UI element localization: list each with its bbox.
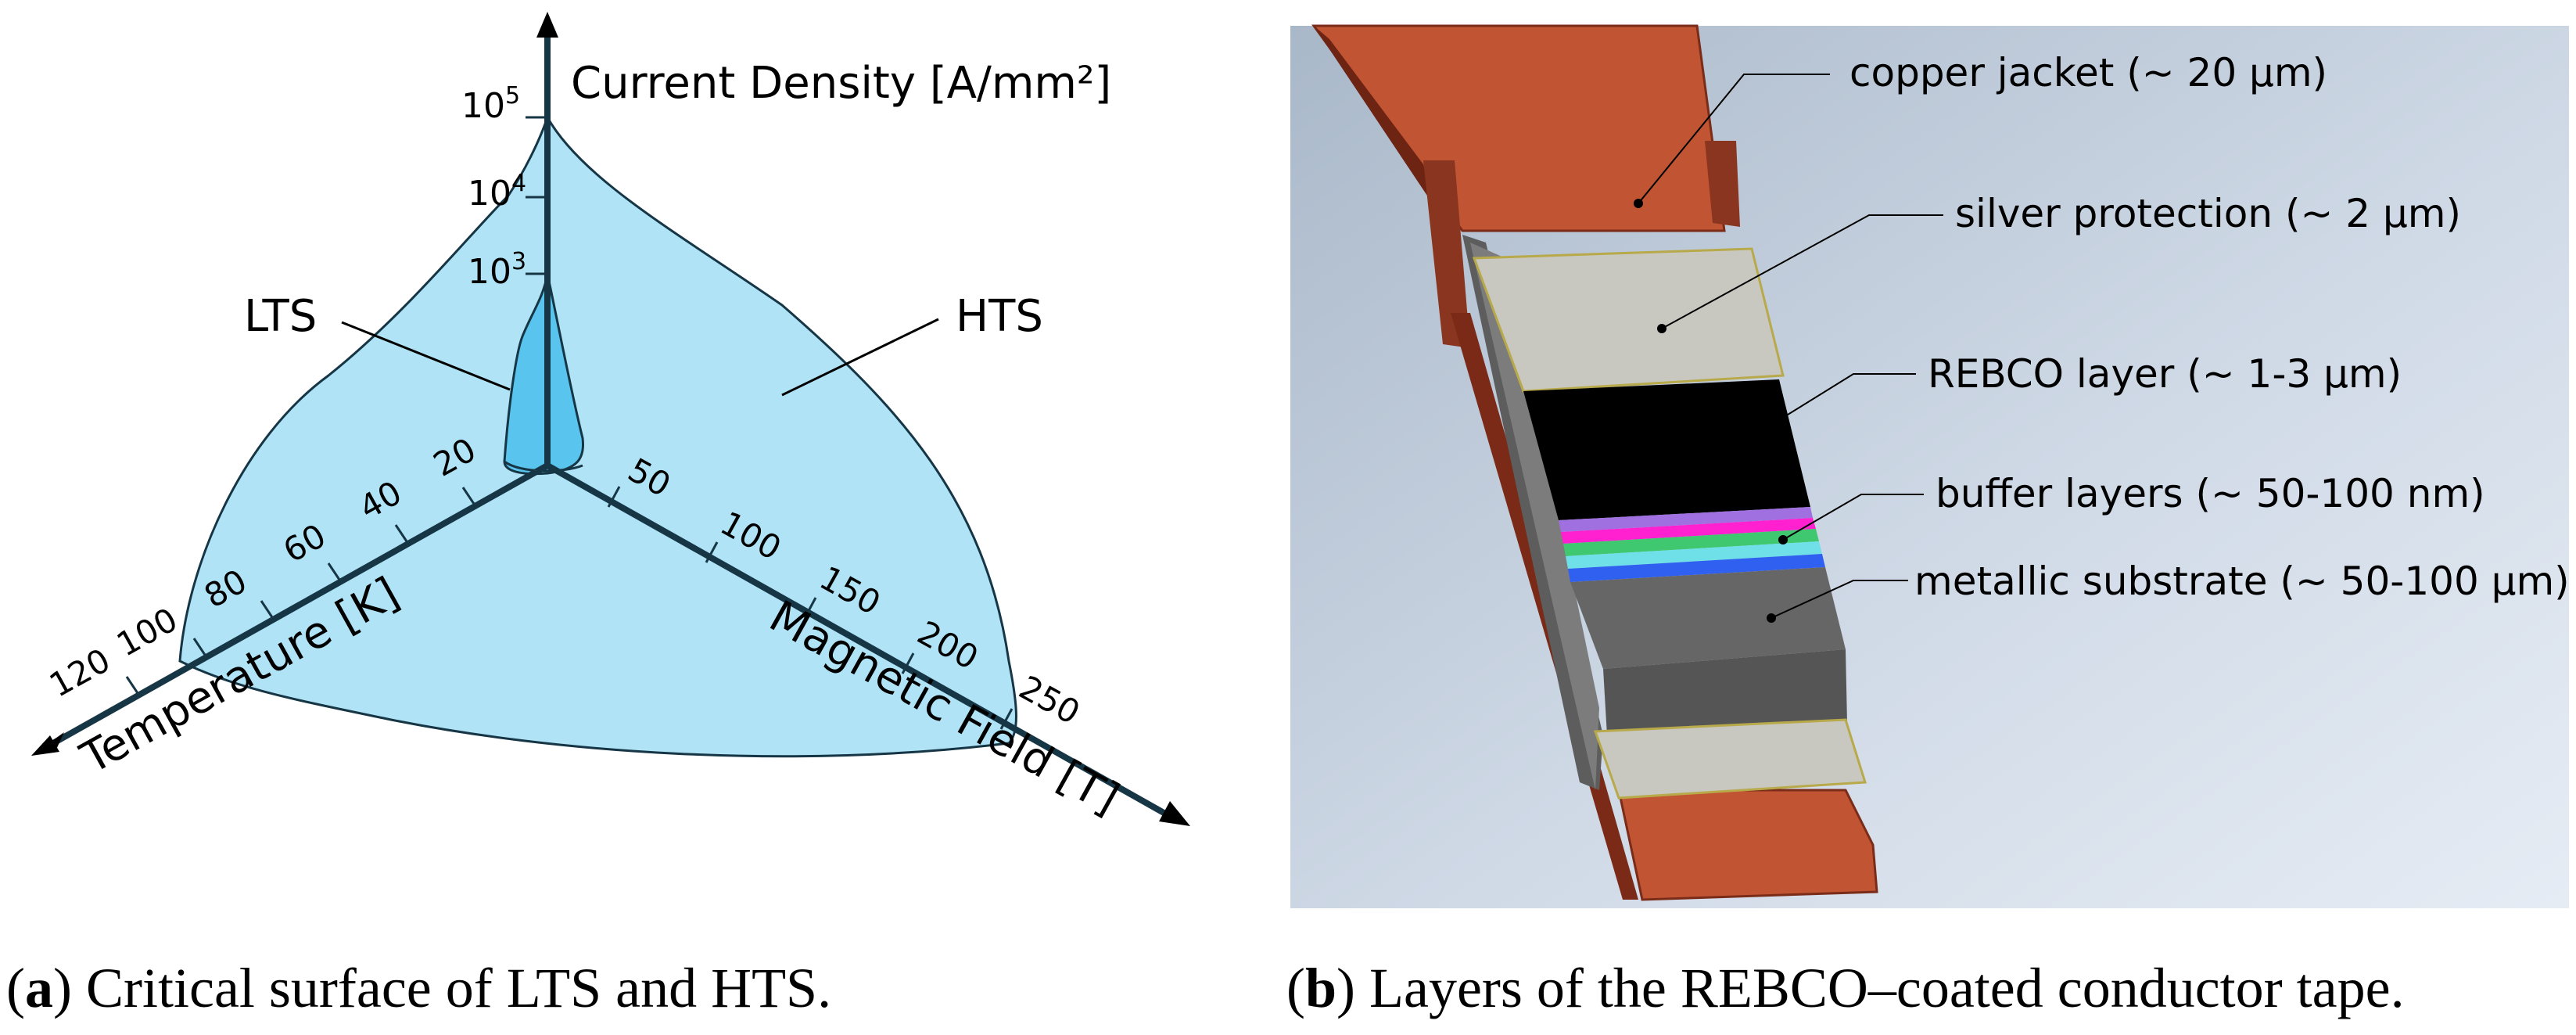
- metallic-substrate-label: metallic substrate (~ 50-100 µm): [1914, 559, 2570, 604]
- bottom-silver-strip: [1593, 718, 1867, 800]
- buffer-layer-2: [1561, 518, 1816, 544]
- caption-b-letter: b: [1304, 957, 1337, 1019]
- lts-label: LTS: [244, 291, 317, 342]
- temp-tick-120: 120: [43, 641, 117, 705]
- caption-a-text: Critical surface of LTS and HTS.: [71, 957, 832, 1019]
- metallic-substrate-layer: [1570, 567, 1846, 669]
- copper-jacket-left-post: [1423, 160, 1470, 348]
- rebco-layer-label: REBCO layer (~ 1-3 µm): [1928, 351, 2402, 397]
- temperature-arrowhead-fill: [31, 735, 59, 756]
- copper-jacket-bottom-end: [1617, 789, 1878, 901]
- z-tick-label-3: 103: [468, 248, 526, 292]
- caption-b: (b) Layers of the REBCO–coated conductor…: [1286, 957, 2405, 1019]
- panel-b-leader-lines: [1638, 74, 1943, 619]
- temp-tick-100: 100: [110, 600, 184, 664]
- caption-a: (a) Critical surface of LTS and HTS.: [6, 957, 832, 1019]
- z-tick-label-2: 104: [468, 170, 526, 214]
- z-tick-label-1: 105: [461, 82, 520, 126]
- silver-protection-label: silver protection (~ 2 µm): [1955, 191, 2461, 236]
- temperature-axis: [52, 462, 549, 746]
- caption-b-text: Layers of the REBCO–coated conductor tap…: [1355, 957, 2405, 1019]
- hts-surface: [178, 114, 1017, 758]
- z-axis-label: Current Density [A/mm²]: [571, 58, 1111, 109]
- silver-protection-layer: [1472, 247, 1785, 393]
- panel-a-critical-surface: 105 104 103 Current Density [A/mm²] 20 4…: [31, 12, 1190, 826]
- field-tick-marks: [607, 486, 1014, 730]
- z-tick-marks: [526, 116, 547, 275]
- tape-stack-side-light: [1470, 243, 1599, 790]
- buffer-layer-3: [1563, 529, 1819, 556]
- substrate-front-face: [1603, 649, 1847, 735]
- magnetic-field-axis: [546, 462, 1167, 817]
- hts-label: HTS: [956, 291, 1043, 342]
- current-density-arrowhead: [536, 12, 558, 38]
- panel-b-tape-layers: copper jacket (~ 20 µm) silver protectio…: [1290, 24, 2570, 908]
- buffer-layer-1: [1559, 507, 1813, 532]
- lts-surface: [503, 273, 585, 476]
- buffer-layer-5: [1568, 554, 1825, 582]
- caption-a-letter: a: [24, 957, 53, 1019]
- copper-jacket-label: copper jacket (~ 20 µm): [1849, 50, 2327, 95]
- lts-leader-line: [341, 321, 511, 391]
- buffer-layers-label: buffer layers (~ 50-100 nm): [1936, 471, 2485, 516]
- magnetic-field-arrowhead: [1159, 801, 1190, 826]
- buffer-layer-4: [1566, 541, 1822, 569]
- rebco-layer: [1523, 379, 1810, 520]
- hts-leader-line: [781, 318, 939, 397]
- copper-jacket-right-post: [1705, 141, 1740, 227]
- panel-b-leader-dots: [1634, 199, 1788, 623]
- temperature-tick-marks: [125, 487, 477, 696]
